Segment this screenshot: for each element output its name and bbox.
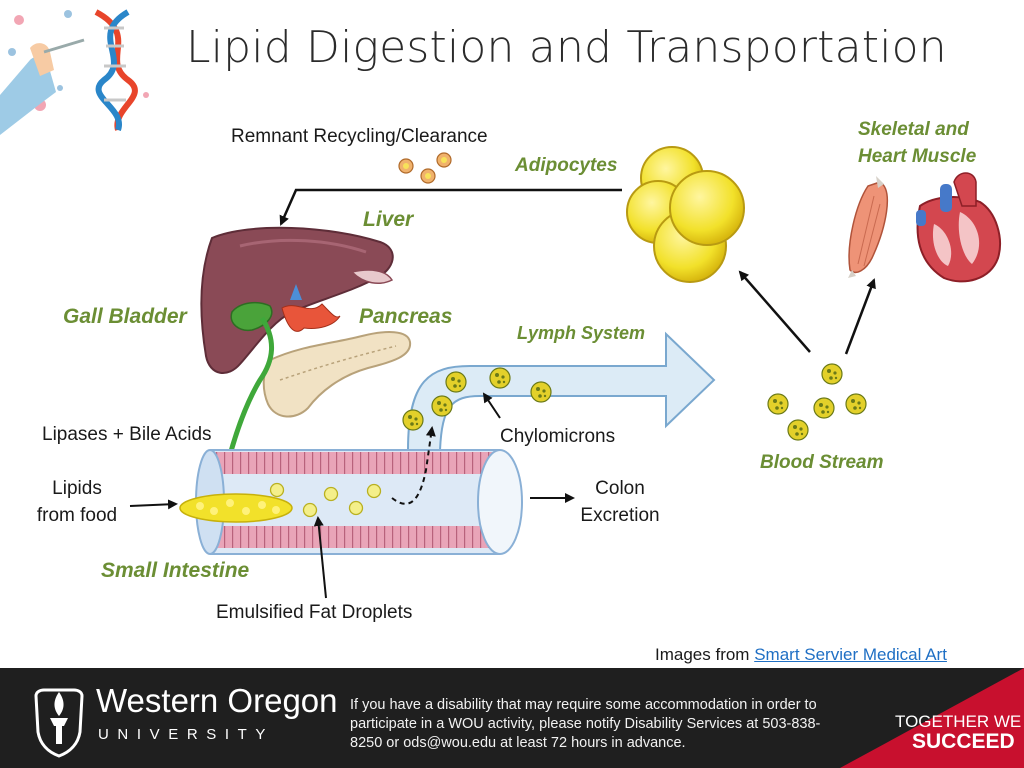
muscle-icon bbox=[848, 176, 889, 278]
label-adipocytes: Adipocytes bbox=[515, 155, 618, 176]
torch-logo-icon bbox=[34, 688, 84, 758]
heart-icon bbox=[916, 172, 1001, 283]
label-gall-bladder: Gall Bladder bbox=[63, 305, 187, 328]
footer-logo-sub: UNIVERSITY bbox=[98, 726, 275, 743]
label-colon-line2: Excretion bbox=[580, 505, 660, 526]
label-lipids-line2: from food bbox=[36, 505, 118, 526]
remnant-particles bbox=[398, 152, 452, 184]
label-blood-stream: Blood Stream bbox=[760, 452, 884, 473]
label-lymph-system: Lymph System bbox=[517, 323, 646, 343]
label-skeletal: Skeletal and bbox=[858, 119, 969, 140]
dna-scientist-icon bbox=[0, 9, 149, 135]
pancreas-icon bbox=[262, 284, 412, 418]
adipocyte-icon bbox=[626, 146, 745, 283]
footer-bar: Western Oregon UNIVERSITY If you have a … bbox=[0, 668, 1024, 768]
label-pancreas: Pancreas bbox=[359, 305, 453, 328]
credit-link[interactable]: Smart Servier Medical Art bbox=[754, 645, 947, 664]
credit-prefix: Images from bbox=[655, 645, 755, 664]
footer-logo-name: Western Oregon bbox=[96, 682, 338, 719]
label-lipases: Lipases + Bile Acids bbox=[42, 424, 212, 445]
blood-stream-chylomicrons bbox=[767, 363, 867, 441]
label-chylomicrons: Chylomicrons bbox=[500, 426, 616, 447]
label-colon-line1: Colon bbox=[595, 478, 645, 499]
label-heart-muscle: Heart Muscle bbox=[858, 146, 977, 167]
gallbladder-icon bbox=[230, 301, 273, 332]
label-remnant: Remnant Recycling/Clearance bbox=[231, 126, 488, 147]
footer-banner bbox=[840, 668, 1024, 768]
label-emulsified: Emulsified Fat Droplets bbox=[216, 602, 413, 623]
liver-icon bbox=[200, 226, 394, 374]
label-lipids-food: Lipids from food bbox=[27, 475, 127, 529]
lipid-food-icon bbox=[179, 493, 293, 523]
footer-tagline-2: SUCCEED bbox=[912, 730, 1015, 753]
label-small-intestine: Small Intestine bbox=[101, 559, 250, 582]
page-title: Lipid Digestion and Transportation bbox=[186, 22, 947, 73]
footer-notice: If you have a disability that may requir… bbox=[350, 697, 821, 751]
label-lipids-line1: Lipids bbox=[52, 478, 102, 499]
image-credit: Images from Smart Servier Medical Art bbox=[655, 645, 947, 665]
diagram-artwork bbox=[0, 9, 1001, 599]
label-colon-excretion: Colon Excretion bbox=[572, 475, 668, 529]
fat-droplet-group bbox=[269, 482, 382, 518]
label-liver: Liver bbox=[363, 208, 414, 231]
footer-tagline-1: TOGETHER WE bbox=[895, 712, 1022, 731]
